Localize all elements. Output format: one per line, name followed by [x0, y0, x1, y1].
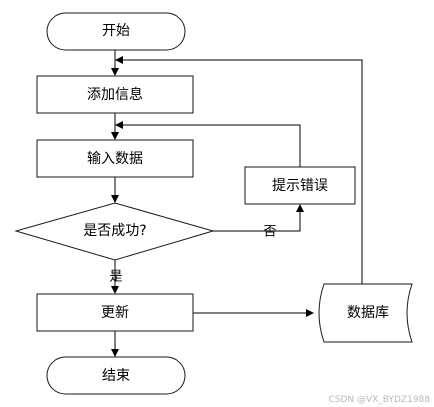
decision-node: 是否成功? — [14, 202, 215, 261]
edge-label-no: 否 — [263, 225, 276, 240]
edge-label-yes: 是 — [109, 270, 122, 285]
watermark: CSDN @VX_BYDZ1988 — [328, 395, 430, 405]
decision-node-label: 是否成功? — [83, 223, 146, 239]
error-node-label: 提示错误 — [272, 178, 328, 194]
start-node-label: 开始 — [102, 23, 130, 39]
database-node: 数据库 — [318, 283, 413, 343]
end-node: 结束 — [46, 356, 186, 395]
error-node: 提示错误 — [244, 166, 356, 205]
database-node-label: 数据库 — [347, 305, 389, 321]
edge-database-to-add-info-loop — [115, 56, 363, 284]
end-node-label: 结束 — [102, 368, 130, 384]
add-info-node: 添加信息 — [36, 75, 194, 114]
edge-error-to-input-loop — [115, 121, 301, 167]
add-info-node-label: 添加信息 — [87, 86, 143, 103]
input-data-node: 输入数据 — [36, 139, 194, 178]
update-node: 更新 — [36, 293, 194, 332]
edge-decision-no-to-error — [213, 204, 304, 232]
input-data-node-label: 输入数据 — [87, 151, 143, 167]
update-node-label: 更新 — [101, 305, 129, 321]
start-node: 开始 — [46, 12, 186, 51]
